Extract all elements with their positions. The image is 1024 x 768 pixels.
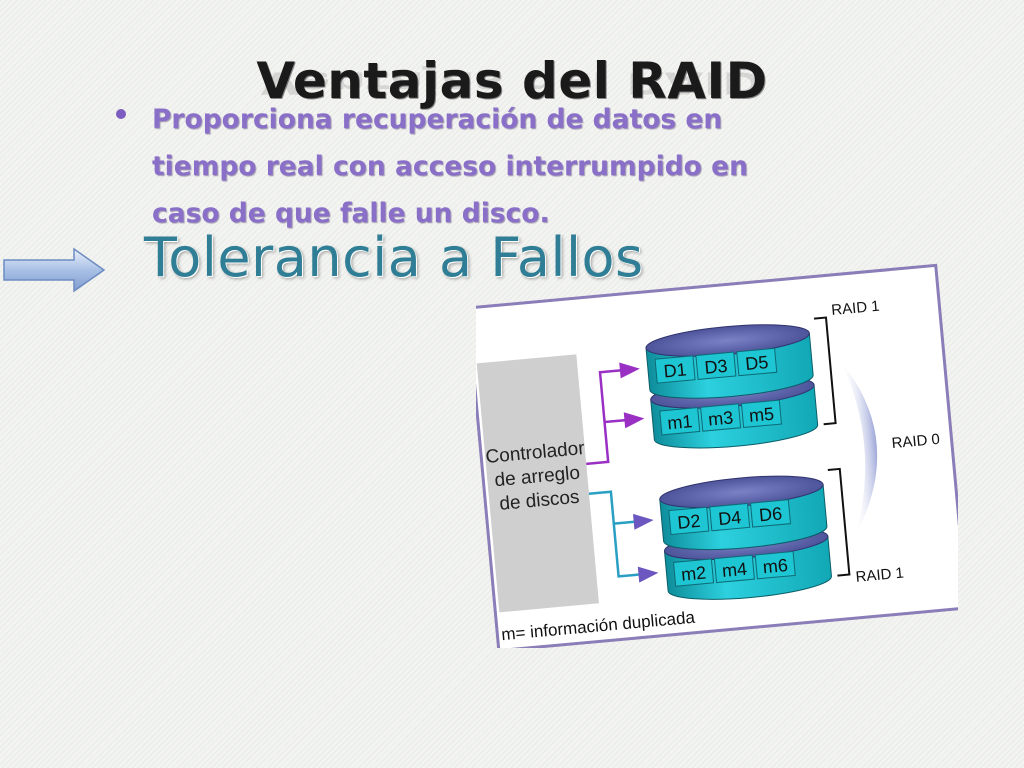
bullet-dot-icon xyxy=(116,109,126,119)
subheading: Tolerancia a Fallos xyxy=(144,226,644,289)
raid0-arc xyxy=(839,360,878,535)
right-arrow-icon xyxy=(2,246,106,294)
disk-label: m5 xyxy=(748,404,775,426)
disk-stack-1: D1 D3 D5 m1 m3 m5 xyxy=(645,324,819,449)
arrow-head-icon xyxy=(623,412,645,429)
bullet-text: Proporciona recuperación de datos en tie… xyxy=(152,104,748,229)
disk-label: D5 xyxy=(744,352,769,374)
disk-label: D4 xyxy=(717,507,742,529)
disk-label: D2 xyxy=(677,511,702,533)
arrow-head-icon xyxy=(632,513,654,530)
bracket-raid1-bottom xyxy=(827,467,851,577)
disk-label: m3 xyxy=(707,407,734,429)
raid1-bottom-label: RAID 1 xyxy=(855,565,905,586)
disk-label: D3 xyxy=(704,356,729,378)
title-reflection: Ventajas del RAID xyxy=(260,65,764,100)
disk-label: D6 xyxy=(758,503,783,525)
disk-label: D1 xyxy=(663,359,688,381)
raid0-label: RAID 0 xyxy=(891,431,941,452)
bullet-item: Proporciona recuperación de datos en tie… xyxy=(112,96,812,237)
disk-label: m6 xyxy=(762,555,789,577)
arrow-head-icon xyxy=(637,566,659,583)
connector-blue xyxy=(588,490,645,578)
disk-label: m4 xyxy=(721,559,748,581)
slide-title: Ventajas del RAID xyxy=(256,52,768,110)
arrow-head-icon xyxy=(619,362,640,379)
raid-diagram: Controlador de arreglo de discos xyxy=(476,262,958,648)
disk-stack-2: D2 D4 D6 m2 m4 m6 xyxy=(659,475,832,600)
disk-label: m2 xyxy=(680,563,707,585)
bullet-list: Proporciona recuperación de datos en tie… xyxy=(112,96,812,237)
controller-box xyxy=(476,354,599,613)
raid1-top-label: RAID 1 xyxy=(831,298,881,319)
bracket-raid1-top xyxy=(813,316,837,426)
disk-label: m1 xyxy=(667,411,694,433)
